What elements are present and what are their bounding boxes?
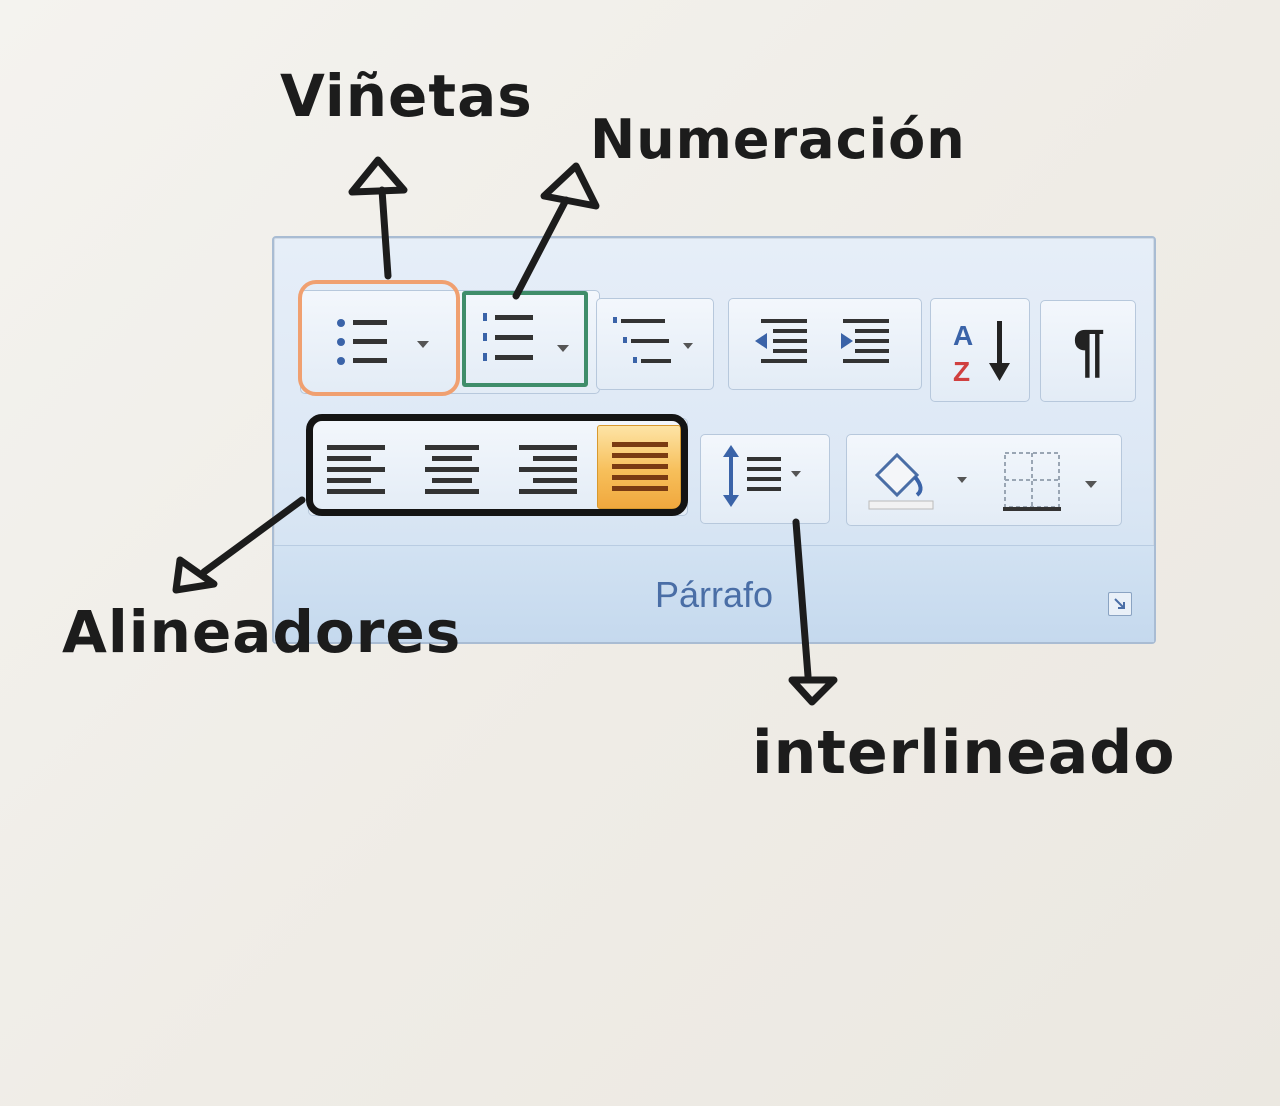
sort-az-icon: A Z [953,320,1010,387]
vinetas-annotation: Viñetas [280,62,533,130]
justify-icon [612,442,668,491]
borders-icon [1003,452,1097,511]
group-label-bar: Párrafo [274,545,1154,642]
sort-button-group: A Z [930,298,1030,402]
decrease-indent-icon [755,319,807,363]
multilevel-button-group [596,298,714,390]
line-spacing-button[interactable] [701,435,831,525]
interlineado-annotation: interlineado [752,718,1176,788]
show-formatting-marks-button[interactable]: ¶ [1041,301,1137,403]
align-right-button[interactable] [501,425,591,509]
multilevel-list-icon [613,317,693,363]
align-right-icon [519,445,577,494]
justify-button[interactable] [597,425,681,509]
numeracion-annotation: Numeración [590,108,966,171]
sort-button[interactable]: A Z [931,299,1031,403]
bullets-icon [337,319,429,365]
pilcrow-icon: ¶ [1072,318,1106,383]
borders-button[interactable] [987,439,1117,523]
increase-indent-icon [841,319,889,363]
numbering-button[interactable] [469,299,595,387]
line-spacing-button-group [700,434,830,524]
line-spacing-icon [723,445,801,507]
list-button-group [300,290,600,394]
shading-button[interactable] [853,439,977,523]
align-left-icon [327,445,385,494]
alineadores-annotation: Alineadores [62,598,462,666]
shading-borders-button-group [846,434,1122,526]
indent-button-group [728,298,922,390]
sort-glyph-z: Z [953,356,970,387]
numbering-icon [483,313,569,361]
align-center-button[interactable] [407,425,497,509]
increase-indent-button[interactable] [827,305,915,385]
paragraph-ribbon-group: A Z ¶ [272,236,1156,644]
dialog-launcher-icon [1114,598,1125,609]
group-label: Párrafo [654,574,774,615]
paint-bucket-icon [868,452,967,510]
alignment-button-group [308,418,688,516]
bullets-button[interactable] [305,297,455,387]
align-center-icon [425,445,479,494]
show-marks-button-group: ¶ [1040,300,1136,402]
decrease-indent-button[interactable] [735,305,823,385]
align-left-button[interactable] [313,425,403,509]
dialog-launcher-button[interactable] [1108,592,1132,616]
sort-glyph-a: A [953,320,973,351]
multilevel-list-button[interactable] [597,299,715,391]
